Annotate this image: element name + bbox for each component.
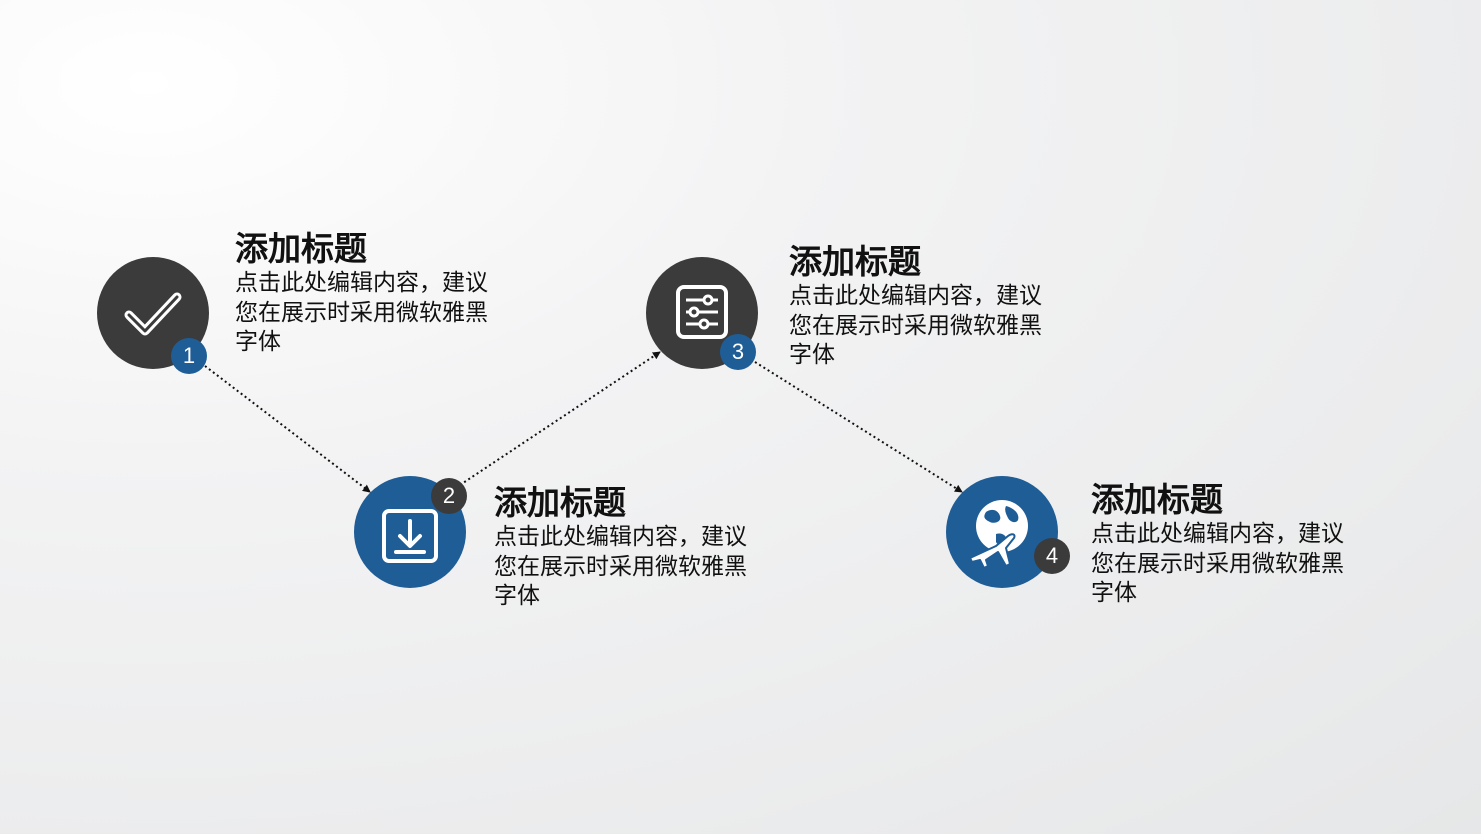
step-3-text[interactable]: 添加标题 点击此处编辑内容，建议您在展示时采用微软雅黑字体 [789, 242, 1049, 371]
step-2-desc[interactable]: 点击此处编辑内容，建议您在展示时采用微软雅黑字体 [494, 524, 747, 609]
step-4-text[interactable]: 添加标题 点击此处编辑内容，建议您在展示时采用微软雅黑字体 [1091, 480, 1351, 609]
step-4-circle [946, 476, 1058, 588]
connector-arrow-3-4 [754, 361, 963, 493]
step-1-badge: 1 [171, 338, 207, 374]
step-2-title[interactable]: 添加标题 [494, 483, 626, 522]
step-1-text[interactable]: 添加标题 点击此处编辑内容，建议您在展示时采用微软雅黑字体 [235, 229, 495, 358]
step-3-title[interactable]: 添加标题 [789, 242, 921, 281]
step-3-circle [646, 257, 758, 369]
step-4-title[interactable]: 添加标题 [1091, 480, 1223, 519]
step-1-title[interactable]: 添加标题 [235, 229, 367, 268]
download-icon [382, 509, 438, 563]
check-icon [124, 292, 182, 336]
step-1-circle [97, 257, 209, 369]
step-2-text[interactable]: 添加标题 点击此处编辑内容，建议您在展示时采用微软雅黑字体 [494, 483, 754, 612]
connector-arrow-2-3 [459, 351, 661, 486]
step-3-badge: 3 [720, 334, 756, 370]
step-4-badge: 4 [1034, 538, 1070, 574]
step-2-badge: 2 [431, 478, 467, 514]
step-3-desc[interactable]: 点击此处编辑内容，建议您在展示时采用微软雅黑字体 [789, 283, 1042, 368]
connector-arrow-1-2 [204, 365, 371, 493]
step-1-desc[interactable]: 点击此处编辑内容，建议您在展示时采用微软雅黑字体 [235, 270, 488, 355]
globe-plane-icon [969, 500, 1028, 569]
step-4-desc[interactable]: 点击此处编辑内容，建议您在展示时采用微软雅黑字体 [1091, 521, 1344, 606]
sliders-icon [676, 285, 728, 339]
